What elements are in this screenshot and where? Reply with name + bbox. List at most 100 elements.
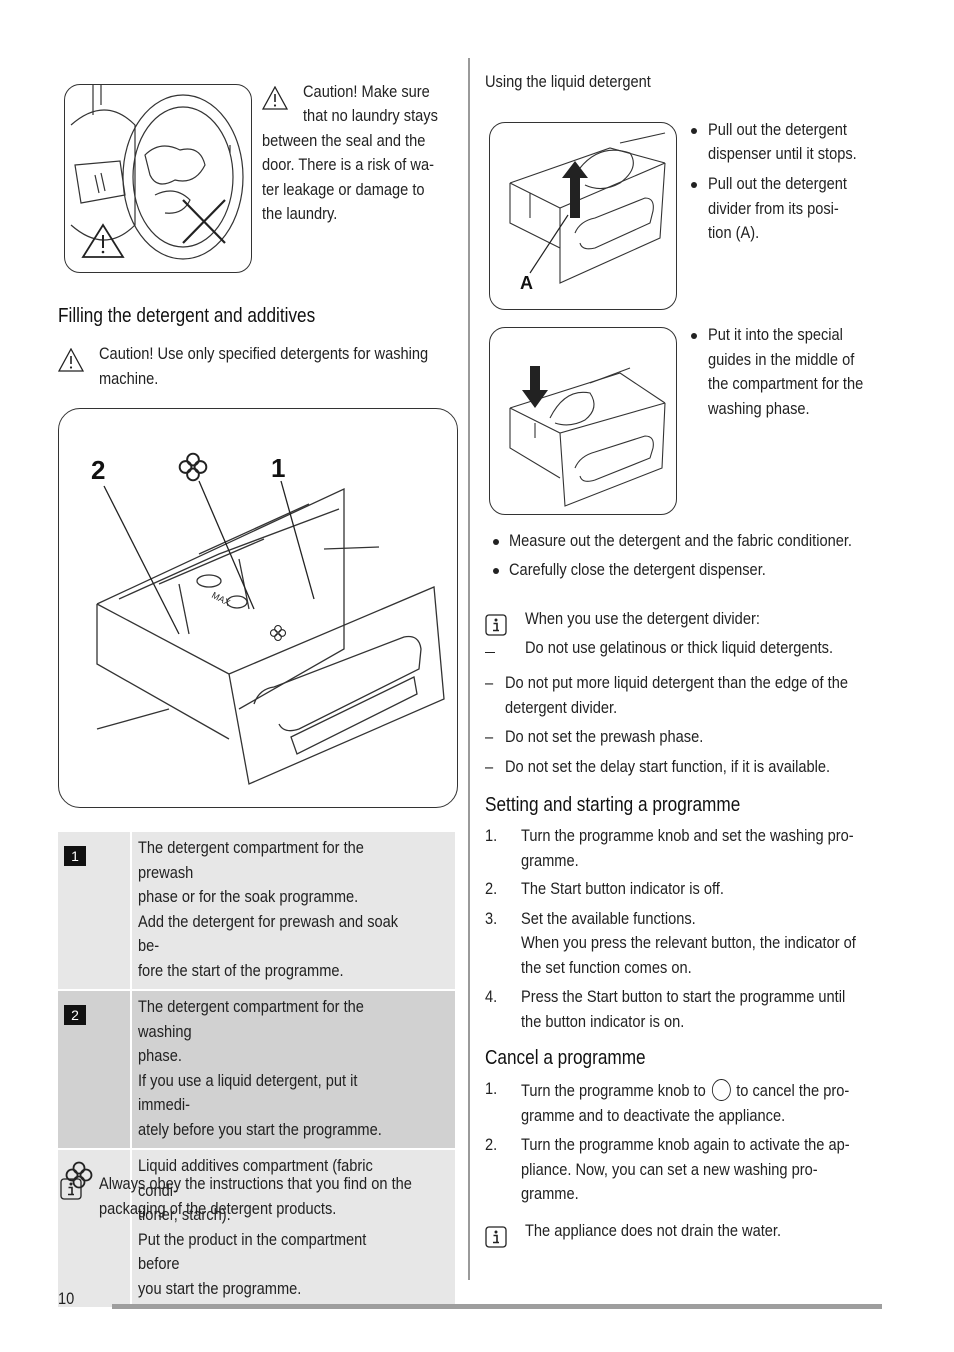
step-text: The Start button indicator is off.	[521, 879, 724, 898]
caution-label: Caution!	[303, 82, 358, 101]
step-number: 2.	[485, 1135, 498, 1154]
position-label-a: A	[520, 273, 533, 293]
compartment-label-1: 1	[271, 453, 285, 483]
fig1-bullet-text: Pull out the detergent	[708, 120, 847, 139]
divider-note-text: Do not use gelatinous or thick liquid de…	[525, 638, 834, 657]
table-row: Liquid additives compartment (fabric con…	[58, 1149, 455, 1307]
step-text: gramme.	[521, 851, 579, 870]
row-text: phase or for the soak programme.	[138, 887, 359, 906]
step-number: 1.	[485, 826, 498, 845]
fig2-bullet-text: Put it into the special	[708, 325, 843, 344]
divider-note-title: When you use the detergent divider:	[525, 609, 760, 628]
fig1-bullet-text: divider from its posi-	[708, 199, 839, 218]
row-key: 2	[64, 1005, 86, 1025]
step-text: to cancel the pro-	[736, 1081, 850, 1100]
step-text: gramme.	[521, 1184, 579, 1203]
max-mark: MAX	[210, 590, 232, 608]
caution-text: Use only specified detergents for washin…	[157, 344, 429, 363]
step-text: Turn the programme knob again to activat…	[521, 1135, 850, 1154]
fig1-bullet-text: dispenser until it stops.	[708, 144, 857, 163]
info-icon	[60, 1178, 82, 1200]
row-text: ately before you start the programme.	[138, 1119, 382, 1139]
caution-label: Caution!	[99, 344, 154, 363]
bullet-text: Measure out the detergent and the fabric…	[509, 531, 852, 550]
info-icon	[485, 614, 507, 636]
fig1-bullet-text: Pull out the detergent	[708, 174, 847, 193]
info-note-text: Always obey the instructions that you fi…	[99, 1174, 412, 1193]
row-text: Add the detergent for prewash and soak b…	[138, 911, 399, 956]
dispenser-illustration: 2 1 MAX	[58, 408, 458, 808]
footer-rule	[112, 1304, 882, 1309]
divider-note-text: detergent divider.	[505, 698, 618, 717]
bullet	[493, 539, 499, 545]
row-text: you start the programme.	[138, 1278, 302, 1298]
info-icon	[485, 1226, 507, 1248]
bullet-text: Carefully close the detergent dispenser.	[509, 560, 766, 579]
row-text: fore the start of the programme.	[138, 960, 344, 980]
detergent-dispenser-drawing: 2 1 MAX	[91, 452, 445, 785]
caution-text: that no laundry stays	[303, 106, 438, 125]
step-text: the button indicator is on.	[521, 1012, 685, 1031]
flower-icon	[269, 624, 287, 642]
section-heading-filling: Filling the detergent and additives	[58, 305, 316, 327]
caution-text: between the seal and the	[262, 131, 426, 150]
caution-warning-icon	[262, 86, 288, 110]
row-text: phase.	[138, 1046, 182, 1065]
dash-mark: –	[485, 757, 494, 776]
row-text: The detergent compartment for the prewas…	[138, 838, 364, 882]
bullet	[691, 182, 697, 188]
info-note-text: packaging of the detergent products.	[99, 1199, 337, 1218]
fig2-bullet-text: guides in the middle of	[708, 350, 855, 369]
column-divider	[468, 58, 470, 1280]
step-text: pliance. Now, you can set a new washing …	[521, 1160, 818, 1179]
step-number: 2.	[485, 879, 498, 898]
drain-note-text: The appliance does not drain the water.	[525, 1221, 782, 1240]
row-text: Put the product in the compartment befor…	[138, 1229, 367, 1274]
dash-mark: –	[485, 727, 494, 746]
step-text: Turn the programme knob and set the wash…	[521, 826, 854, 845]
section-heading-liquid: Using the liquid detergent	[485, 72, 651, 91]
washing-machine-door-drawing	[70, 85, 244, 260]
step-text: the set function comes on.	[521, 958, 692, 977]
divider-note-text: Do not set the prewash phase.	[505, 727, 704, 746]
row-text: Liquid additives compartment (fabric con…	[138, 1156, 373, 1200]
section-heading-cancel: Cancel a programme	[485, 1047, 646, 1069]
row-key: 1	[64, 846, 86, 866]
divider-note-text: Do not set the delay start function, if …	[505, 757, 831, 776]
caution-text: ter leakage or damage to	[262, 180, 425, 199]
caution-text: machine.	[99, 369, 159, 388]
bullet	[493, 568, 499, 574]
step-text: Set the available functions.	[521, 909, 696, 928]
flower-icon	[178, 452, 208, 482]
compartment-table: 1 The detergent compartment for the prew…	[58, 832, 455, 1307]
table-row: 2 The detergent compartment for the wash…	[58, 990, 455, 1150]
bullet	[691, 128, 697, 134]
divider-insert-drawing	[509, 366, 666, 507]
step-text: Press the Start button to start the prog…	[521, 987, 846, 1006]
compartment-label-2: 2	[91, 455, 105, 485]
table-row: 1 The detergent compartment for the prew…	[58, 832, 455, 991]
caution-text: door. There is a risk of wa-	[262, 155, 434, 174]
bullet	[691, 333, 697, 339]
step-number: 4.	[485, 987, 498, 1006]
divider-removal-drawing: A	[509, 132, 666, 293]
section-heading-setting: Setting and starting a programme	[485, 794, 741, 816]
step-text: Turn the programme knob to	[521, 1081, 706, 1100]
fig2-bullet-text: the compartment for the	[708, 374, 864, 393]
step-number: 1.	[485, 1079, 498, 1098]
dash-mark	[485, 652, 495, 654]
dash-mark: –	[485, 673, 494, 692]
divider-insert-illustration	[489, 327, 677, 515]
caution-text: the laundry.	[262, 204, 338, 223]
row-text: tioner, starch).	[138, 1205, 231, 1224]
row-text: The detergent compartment for the washin…	[138, 997, 364, 1041]
door-illustration	[64, 84, 252, 273]
caution-warning-icon	[58, 348, 84, 372]
row-text: If you use a liquid detergent, put it im…	[138, 1070, 358, 1115]
step-text: When you press the relevant button, the …	[521, 933, 856, 952]
divider-removal-illustration: A	[489, 122, 677, 310]
step-number: 3.	[485, 909, 498, 928]
page-number: 10	[58, 1289, 75, 1308]
divider-note-text: Do not put more liquid detergent than th…	[505, 673, 849, 692]
fig1-bullet-text: tion (A).	[708, 223, 760, 242]
